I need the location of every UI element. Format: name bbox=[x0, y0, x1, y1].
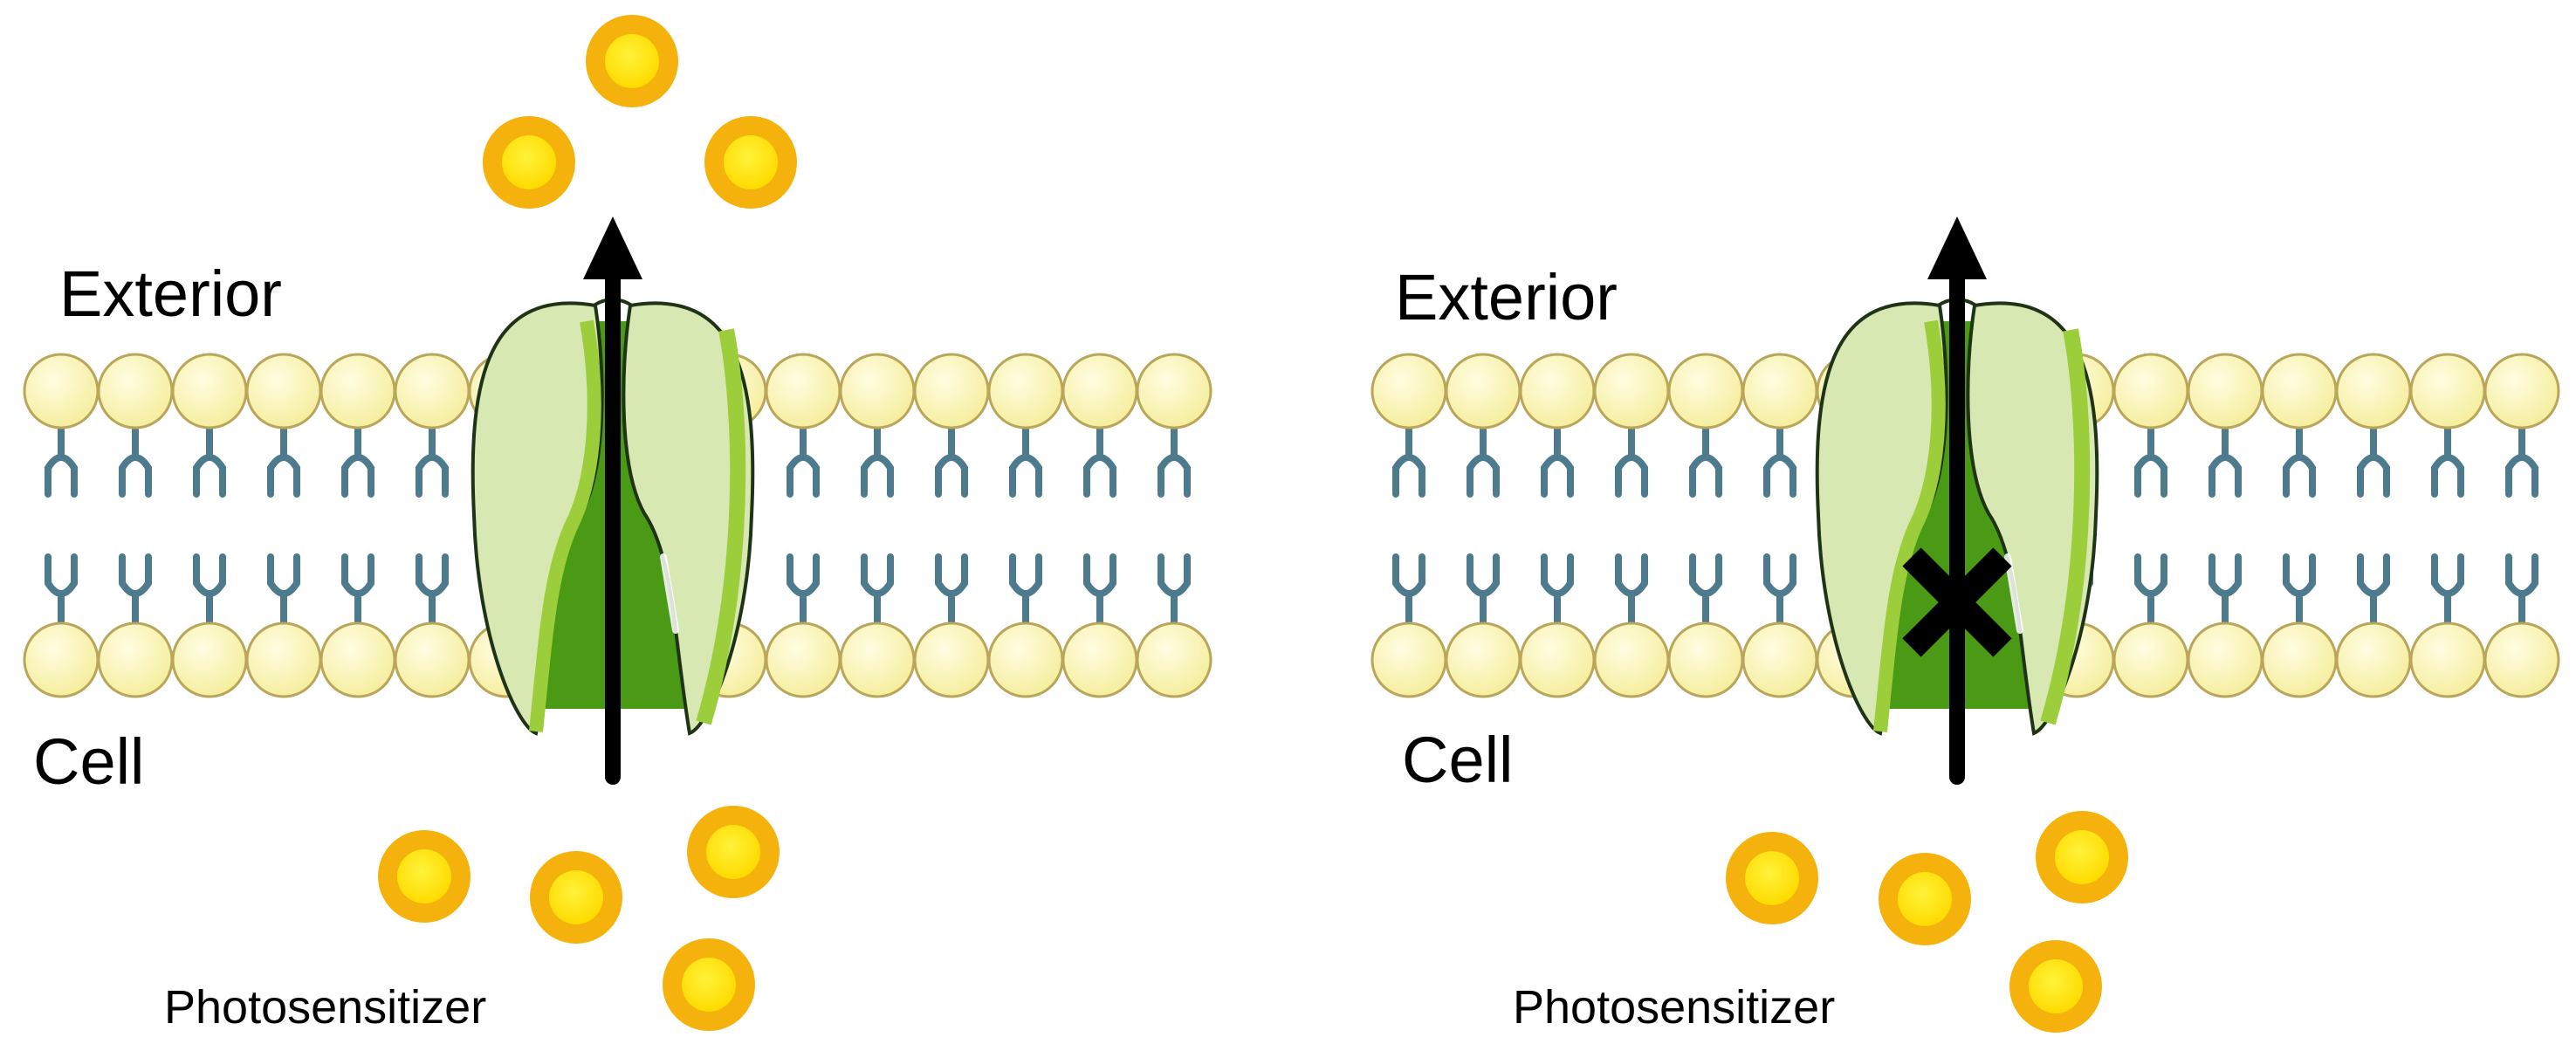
phospholipid-icon bbox=[1370, 353, 1447, 698]
phospholipid-icon bbox=[1136, 353, 1212, 698]
phospholipid-icon bbox=[97, 353, 174, 698]
phospholipid-icon bbox=[2261, 353, 2338, 698]
photosensitizer-molecule-icon bbox=[2009, 940, 2102, 1033]
photosensitizer-molecule-icon bbox=[704, 116, 797, 209]
phospholipid-icon bbox=[1445, 353, 1522, 698]
phospholipid-icon bbox=[987, 353, 1064, 698]
phospholipid-icon bbox=[2409, 353, 2486, 698]
phospholipid-icon bbox=[913, 353, 990, 698]
cell-label: Cell bbox=[33, 725, 144, 798]
panel-blocked-channel: Exterior Cell Photosensitizer bbox=[1370, 216, 2560, 1034]
photosensitizer-molecule-icon bbox=[378, 830, 471, 923]
phospholipid-icon bbox=[1519, 353, 1596, 698]
phospholipid-icon bbox=[2483, 353, 2560, 698]
block-x-icon bbox=[1902, 547, 2012, 657]
phospholipid-icon bbox=[765, 353, 841, 698]
photosensitizer-cluster-cell bbox=[1726, 811, 2128, 1033]
exterior-label: Exterior bbox=[59, 258, 282, 330]
photosensitizer-cluster-cell bbox=[378, 806, 780, 1031]
photosensitizer-molecule-icon bbox=[530, 851, 622, 944]
photosensitizer-cluster-exterior bbox=[483, 15, 797, 209]
photosensitizer-molecule-icon bbox=[483, 116, 575, 209]
photosensitizer-molecule-icon bbox=[586, 15, 678, 107]
phospholipid-icon bbox=[839, 353, 916, 698]
cell-label: Cell bbox=[1402, 724, 1513, 796]
phospholipid-icon bbox=[245, 353, 322, 698]
phospholipid-icon bbox=[319, 353, 396, 698]
photosensitizer-molecule-icon bbox=[1879, 853, 1971, 945]
panel-open-channel: Exterior Cell Photosensitizer bbox=[23, 15, 1212, 1034]
phospholipid-icon bbox=[2187, 353, 2263, 698]
photosensitizer-molecule-icon bbox=[687, 806, 780, 898]
photosensitizer-molecule-icon bbox=[663, 938, 755, 1031]
phospholipid-icon bbox=[1061, 353, 1138, 698]
phospholipid-icon bbox=[171, 353, 248, 698]
exterior-label: Exterior bbox=[1395, 261, 1618, 333]
photosensitizer-molecule-icon bbox=[1726, 832, 1818, 924]
ion-channel-icon bbox=[1815, 298, 2099, 736]
photosensitizer-molecule-icon bbox=[2036, 811, 2128, 903]
transport-arrow-icon bbox=[583, 216, 642, 785]
phospholipid-icon bbox=[1741, 353, 1818, 698]
phospholipid-icon bbox=[394, 353, 471, 698]
photosensitizer-label: Photosensitizer bbox=[164, 981, 486, 1034]
photosensitizer-label: Photosensitizer bbox=[1513, 981, 1835, 1034]
phospholipid-icon bbox=[1593, 353, 1670, 698]
phospholipid-icon bbox=[1667, 353, 1744, 698]
phospholipid-icon bbox=[2335, 353, 2412, 698]
transport-arrow-icon bbox=[1927, 216, 1987, 785]
phospholipid-icon bbox=[2112, 353, 2189, 698]
phospholipid-icon bbox=[23, 353, 100, 698]
